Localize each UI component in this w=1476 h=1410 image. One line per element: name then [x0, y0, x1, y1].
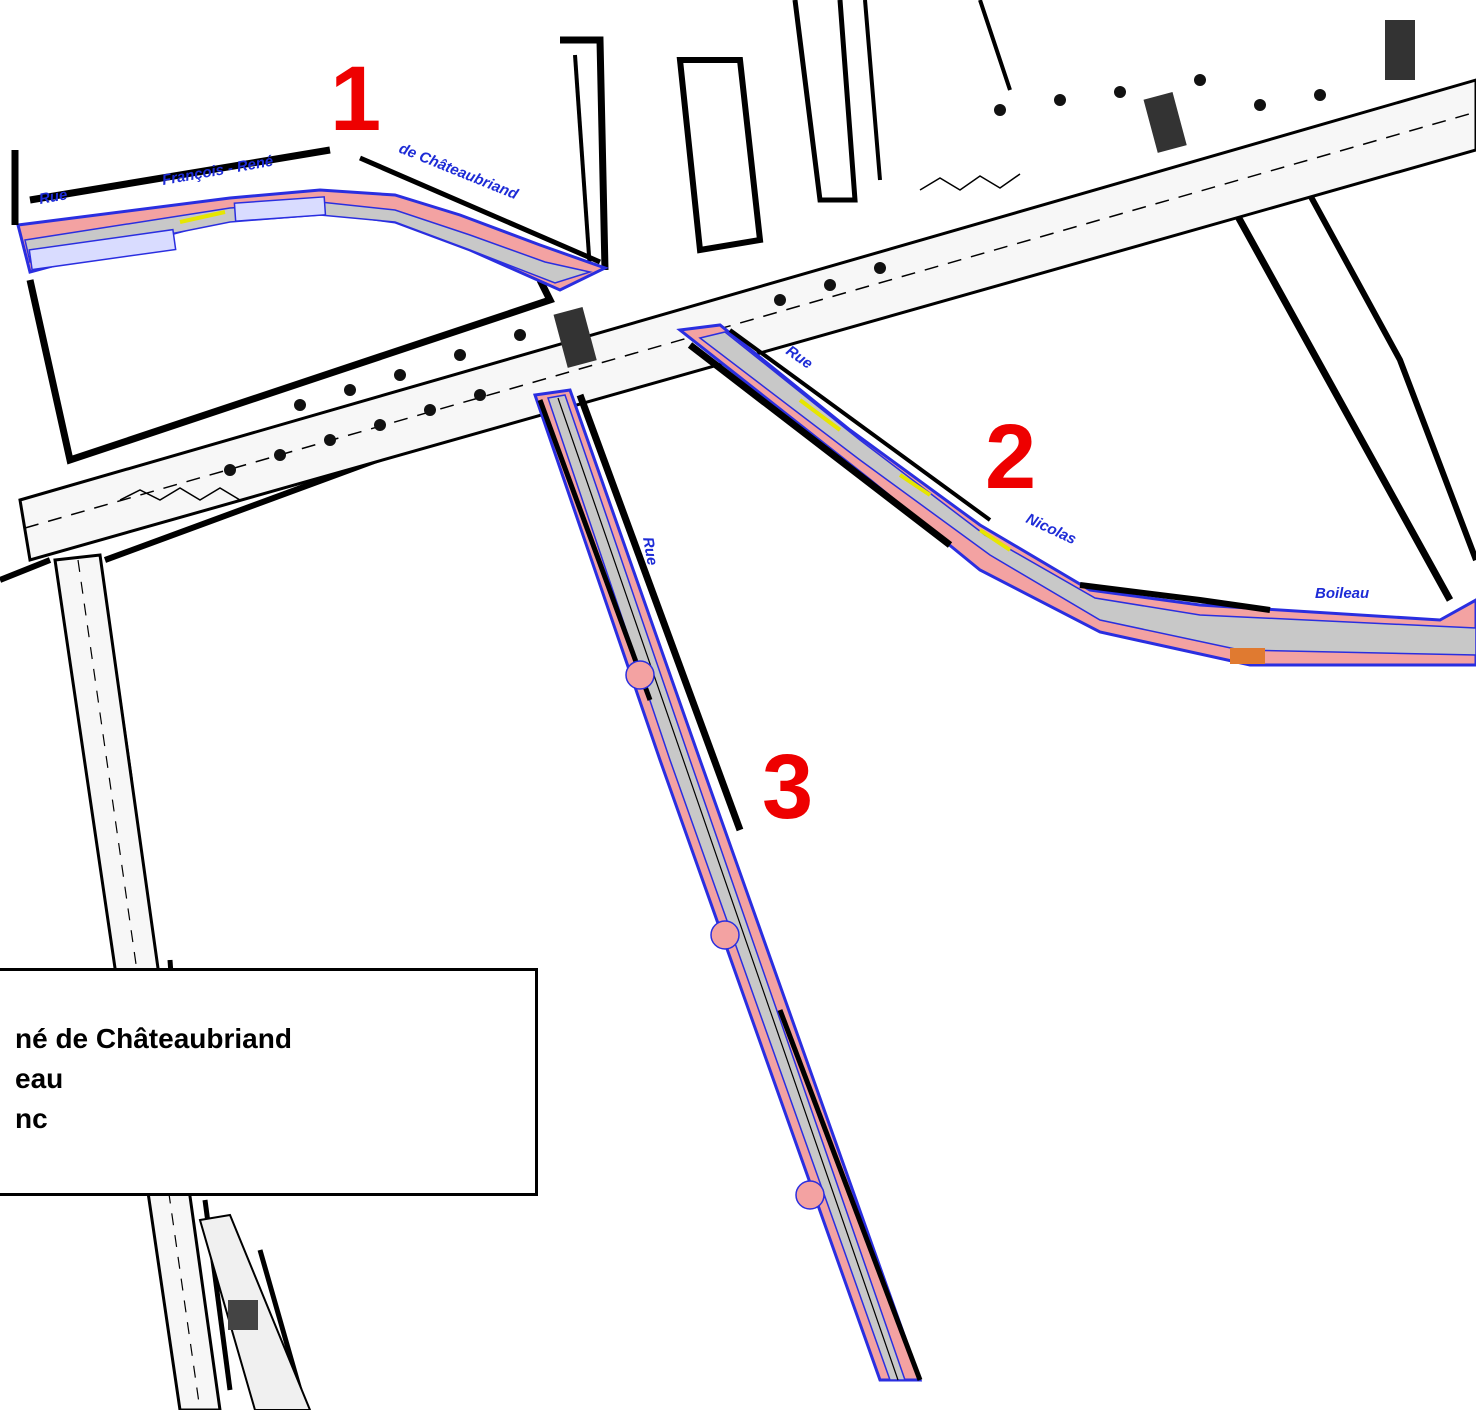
legend-box: né de Châteaubriand eau nc: [0, 968, 538, 1196]
zone-number-3: 3: [762, 736, 813, 838]
legend-line-2: eau: [15, 1063, 64, 1094]
project-area-2: [676, 323, 1476, 667]
street-label-francois-rene: François - René: [161, 153, 275, 189]
legend-line-3: nc: [15, 1103, 48, 1134]
main-boulevard: [18, 20, 1476, 562]
street-label-nicolas: Nicolas: [1023, 510, 1079, 548]
street-label-rue-2: Rue: [783, 342, 816, 372]
street-label-rue-3: Rue: [639, 536, 661, 567]
legend-line-1: né de Châteaubriand: [15, 1023, 292, 1054]
street-label-rue-1: Rue: [38, 186, 69, 208]
zone-number-2: 2: [985, 406, 1036, 508]
street-label-de-chateaubriand: de Châteaubriand: [397, 140, 522, 204]
street-label-boileau: Boileau: [1315, 585, 1369, 602]
project-area-3: [532, 388, 923, 1382]
zone-numbers: 1 2 3: [330, 48, 1036, 838]
zone-number-1: 1: [330, 48, 381, 150]
project-area-1: [11, 146, 609, 292]
